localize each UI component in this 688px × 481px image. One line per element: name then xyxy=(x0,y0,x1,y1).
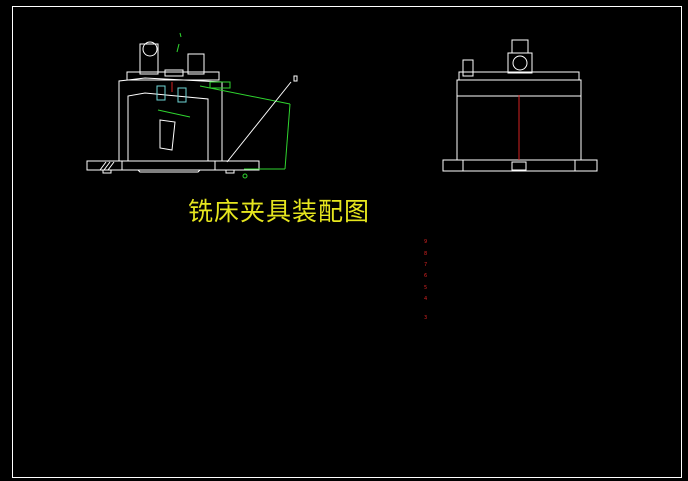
hatched-section xyxy=(156,85,166,101)
callout-number: 3 xyxy=(424,315,427,321)
side-view xyxy=(442,39,598,172)
dim-marker xyxy=(209,81,231,89)
callout-number: 5 xyxy=(424,285,427,291)
callout-number: 6 xyxy=(424,273,427,279)
front-view xyxy=(86,32,298,179)
leader-tag xyxy=(293,75,298,82)
callout-number: 7 xyxy=(424,262,427,268)
callout-number: 4 xyxy=(424,296,427,302)
drawing-border xyxy=(12,6,682,478)
drawing-title: 铣床夹具装配图 xyxy=(188,197,371,226)
front-base-plate xyxy=(86,160,260,171)
callout-number: 8 xyxy=(424,251,427,257)
front-handle-block xyxy=(139,43,159,75)
callout-number: 9 xyxy=(424,239,427,245)
front-body xyxy=(118,77,223,161)
front-cutter xyxy=(159,119,176,151)
base-hatch xyxy=(99,161,115,171)
